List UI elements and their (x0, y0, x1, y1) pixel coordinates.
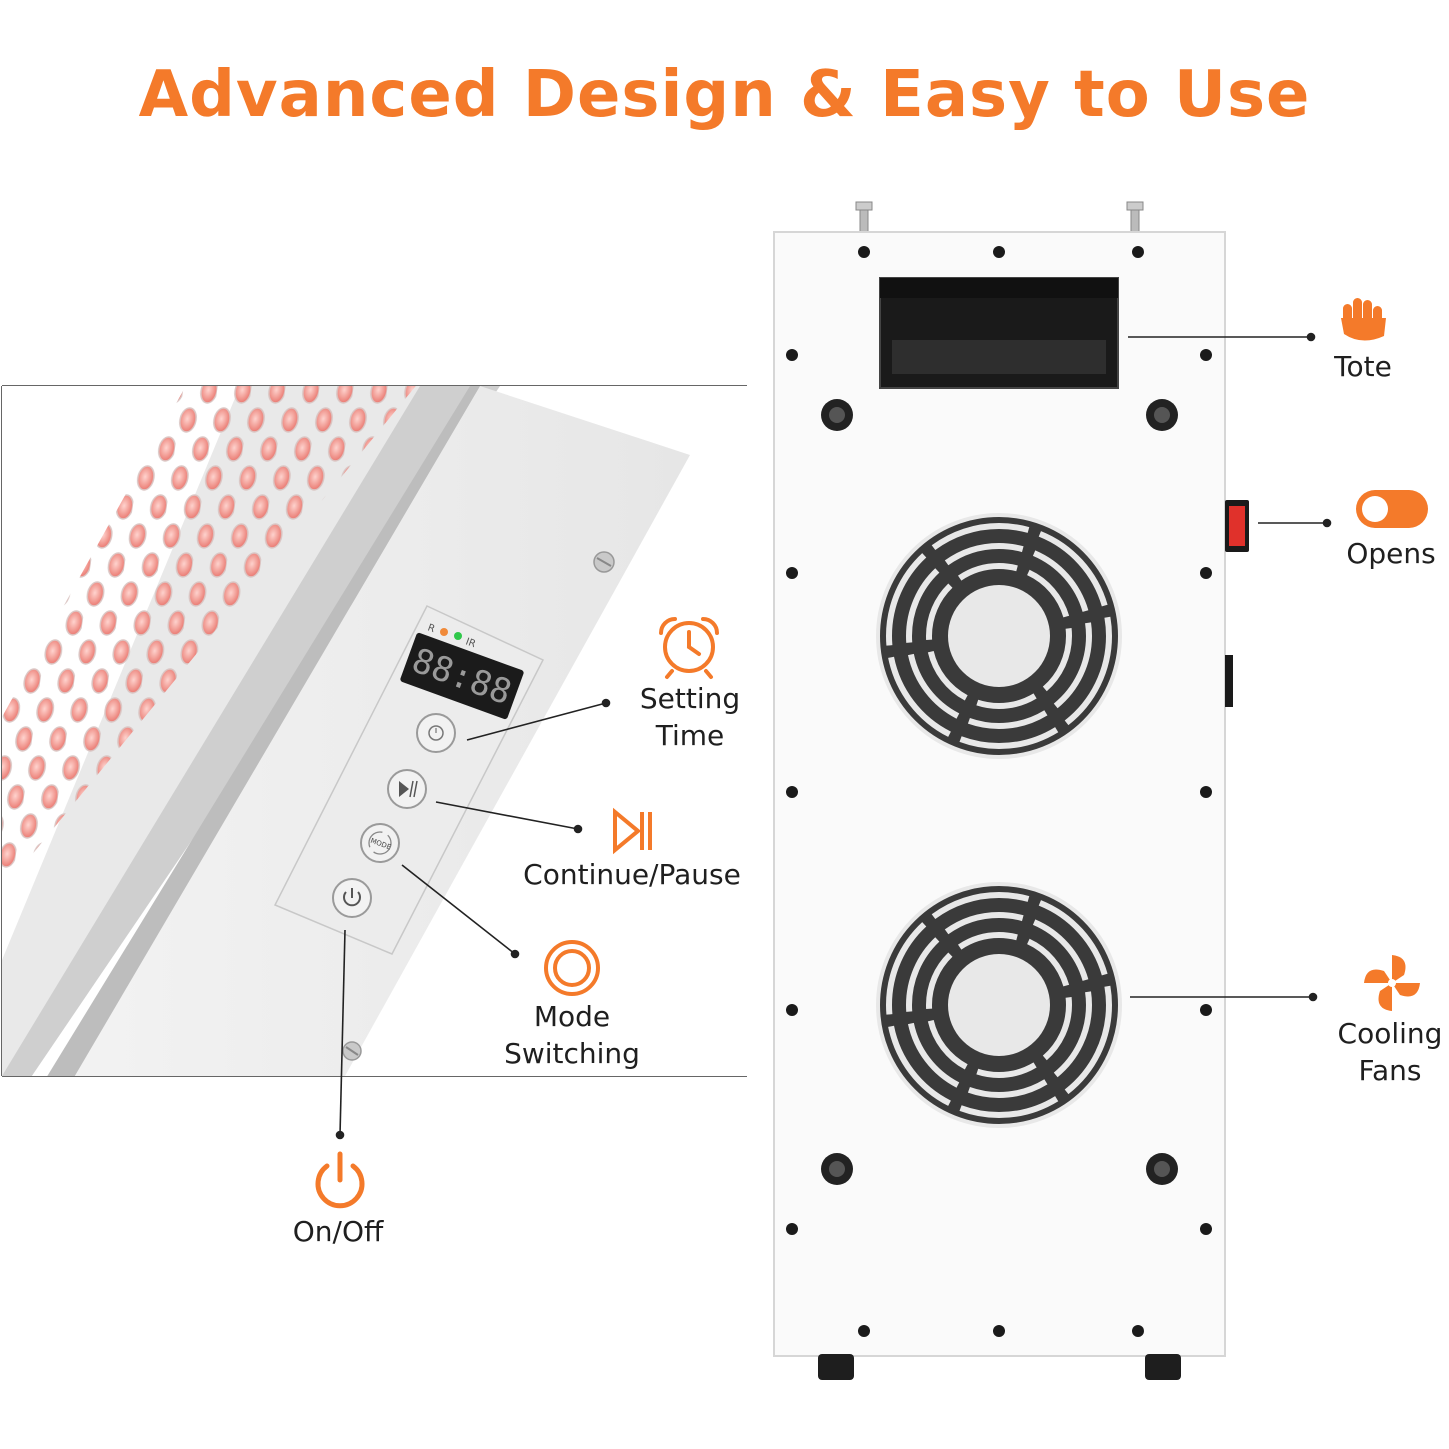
power-icon (315, 1151, 365, 1209)
side-port (1225, 655, 1233, 707)
indicator-ir-label: IR (464, 636, 477, 650)
fan-icon (1364, 955, 1420, 1011)
mode-button[interactable]: MODE (360, 823, 400, 863)
setting-time-line2: Time (655, 719, 725, 752)
cooling-fan-top (876, 513, 1122, 759)
alarm-clock-icon (659, 617, 719, 679)
play-pause-icon (613, 807, 652, 855)
red-indicator-led (440, 628, 448, 636)
tote-label: Tote (1334, 350, 1392, 383)
cooling-fans-line1: Cooling (1337, 1017, 1443, 1050)
cooling-fans-label: Cooling Fans (1333, 1015, 1447, 1089)
tote-handle (879, 277, 1119, 389)
zoomed-control-panel: R IR 88:88 (1, 385, 747, 1077)
device-back-panel (773, 201, 1249, 1380)
leader-lines-left (335, 698, 611, 1140)
hand-icon (1341, 298, 1386, 341)
setting-time-label: Setting Time (620, 680, 760, 754)
mode-switching-line1: Mode (533, 1000, 611, 1033)
mode-switching-line2: Switching (504, 1037, 640, 1070)
leader-lines-right (1128, 332, 1332, 1002)
setting-time-line1: Setting (639, 682, 741, 715)
mode-switching-label: Mode Switching (492, 998, 652, 1072)
indicator-r-label: R (426, 622, 436, 635)
on-off-label: On/Off (292, 1215, 384, 1248)
cooling-fans-line2: Fans (1358, 1054, 1422, 1087)
power-button[interactable] (332, 878, 372, 918)
page-title: Advanced Design & Easy to Use (138, 58, 1311, 132)
ir-indicator-led (454, 632, 462, 640)
toggle-switch-icon (1356, 490, 1428, 528)
mounting-knobs (821, 399, 1178, 1185)
time-button[interactable] (416, 713, 456, 753)
cooling-fan-bottom (876, 882, 1122, 1128)
continue-pause-label: Continue/Pause (523, 858, 741, 891)
play-pause-button[interactable] (387, 769, 427, 809)
opens-label: Opens (1346, 537, 1436, 570)
mode-ring-icon (544, 940, 600, 996)
